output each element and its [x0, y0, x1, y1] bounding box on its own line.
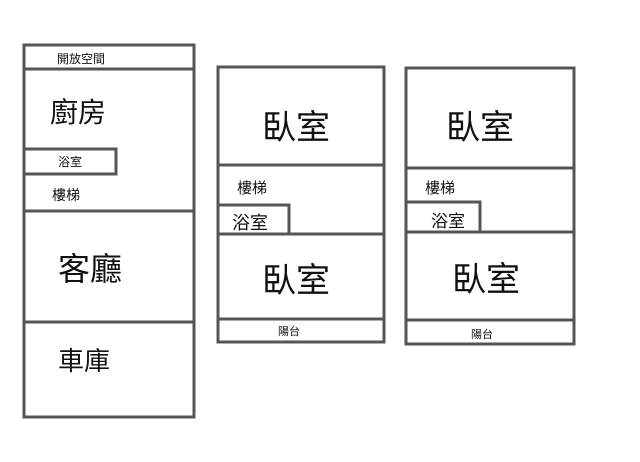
floor-3: 臥室 樓梯 浴室 臥室 陽台 [404, 66, 576, 346]
open-space-label: 開放空間 [57, 51, 105, 66]
floor-2-balcony-label: 陽台 [278, 324, 300, 338]
floor-2: 臥室 樓梯 浴室 臥室 陽台 [216, 65, 386, 344]
floor-3-bathroom-box [404, 200, 482, 234]
kitchen-label: 廚房 [50, 96, 106, 129]
floor-1-outline [22, 43, 196, 419]
floor-2-bedroom-bottom-label: 臥室 [262, 261, 330, 301]
floor-3-stairs-label: 樓梯 [425, 179, 455, 197]
living-room-label: 客廳 [58, 250, 122, 288]
floor-3-balcony-label: 陽台 [471, 327, 493, 341]
floor-1-bathroom-label: 浴室 [58, 154, 82, 169]
floor-2-bathroom-label: 浴室 [232, 213, 268, 234]
garage-label: 車庫 [58, 347, 110, 377]
floor-3-bathroom-label: 浴室 [431, 212, 465, 232]
floor-2-bedroom-top-label: 臥室 [262, 108, 330, 148]
floor-1: 開放空間 廚房 浴室 樓梯 客廳 車庫 [22, 43, 196, 419]
floor-1-stairs-label: 樓梯 [52, 188, 80, 204]
floor-3-bedroom-top-label: 臥室 [446, 108, 514, 148]
floor-2-stairs-label: 樓梯 [237, 179, 267, 197]
floor-1-bathroom-box [22, 147, 118, 176]
floor-3-bedroom-bottom-label: 臥室 [452, 260, 520, 300]
floor-2-bathroom-box [216, 203, 291, 236]
